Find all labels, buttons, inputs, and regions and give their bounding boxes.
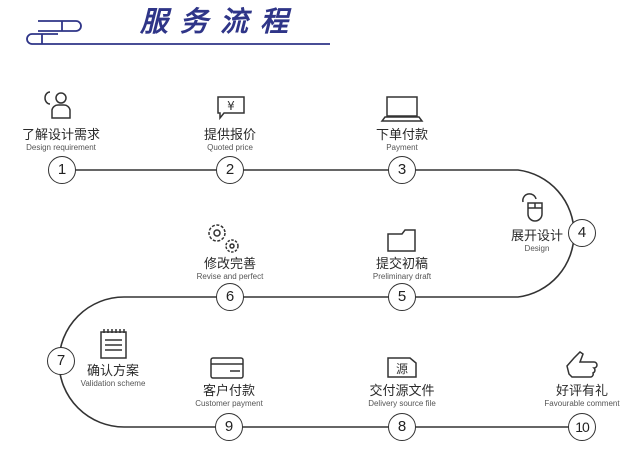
step-7-label: 确认方案 Validation scheme	[43, 364, 183, 389]
step-8-number: 8	[388, 413, 416, 441]
step-cn: 了解设计需求	[21, 128, 100, 143]
step-7-number: 7	[47, 347, 75, 375]
step-10-number: 10	[568, 413, 596, 441]
step-en: Payment	[386, 143, 418, 152]
step-cn: 提交初稿	[375, 257, 428, 272]
step-en: Validation scheme	[80, 379, 146, 388]
step-en: Revise and perfect	[196, 272, 264, 281]
step-cn: 客户付款	[202, 384, 255, 399]
step-3-number: 3	[388, 156, 416, 184]
step-6-label: 修改完善 Revise and perfect	[160, 257, 300, 282]
step-cn: 下单付款	[375, 128, 428, 143]
step-8-label: 交付源文件 Delivery source file	[332, 384, 472, 409]
step-1-number: 1	[48, 156, 76, 184]
step-en: Preliminary draft	[372, 272, 432, 281]
step-en: Quoted price	[207, 143, 253, 152]
step-2-number: 2	[216, 156, 244, 184]
page-title: 服务流程	[140, 5, 301, 38]
step-cn: 好评有礼	[555, 384, 608, 399]
step-cn: 确认方案	[86, 364, 139, 379]
notepad-icon	[100, 329, 127, 359]
step-en: Delivery source file	[368, 399, 436, 408]
step-en: Design requirement	[26, 143, 96, 152]
step-5-number: 5	[388, 283, 416, 311]
source-folder-icon	[387, 357, 417, 378]
mouse-icon	[522, 193, 543, 222]
step-10-label: 好评有礼 Favourable comment	[512, 384, 640, 409]
step-cn: 交付源文件	[369, 384, 435, 399]
step-cn: 展开设计	[510, 229, 563, 244]
step-en: Favourable comment	[544, 399, 620, 408]
gears-icon	[208, 224, 239, 253]
step-3-label: 下单付款 Payment	[332, 128, 472, 153]
step-en: Design	[524, 244, 550, 253]
yen-chat-bubble-icon	[217, 96, 245, 121]
yen-symbol: ¥	[227, 99, 235, 113]
step-9-label: 客户付款 Customer payment	[159, 384, 299, 409]
step-4-number: 4	[568, 219, 596, 247]
source-icon-glyph: 源	[396, 362, 408, 376]
step-5-label: 提交初稿 Preliminary draft	[332, 257, 472, 282]
customer-service-icon	[44, 91, 71, 119]
folder-icon	[387, 229, 416, 252]
flow-path	[58, 169, 582, 428]
credit-card-icon	[210, 357, 244, 379]
step-en: Customer payment	[195, 399, 263, 408]
step-6-number: 6	[216, 283, 244, 311]
step-9-number: 9	[215, 413, 243, 441]
laptop-icon	[380, 96, 424, 122]
header-decoration-icon	[26, 20, 330, 45]
thumbs-up-icon	[566, 351, 598, 378]
step-1-label: 了解设计需求 Design requirement	[0, 128, 131, 153]
step-2-label: 提供报价 Quoted price	[160, 128, 300, 153]
step-cn: 提供报价	[203, 128, 256, 143]
step-4-label: 展开设计 Design	[467, 229, 607, 254]
step-cn: 修改完善	[203, 257, 256, 272]
